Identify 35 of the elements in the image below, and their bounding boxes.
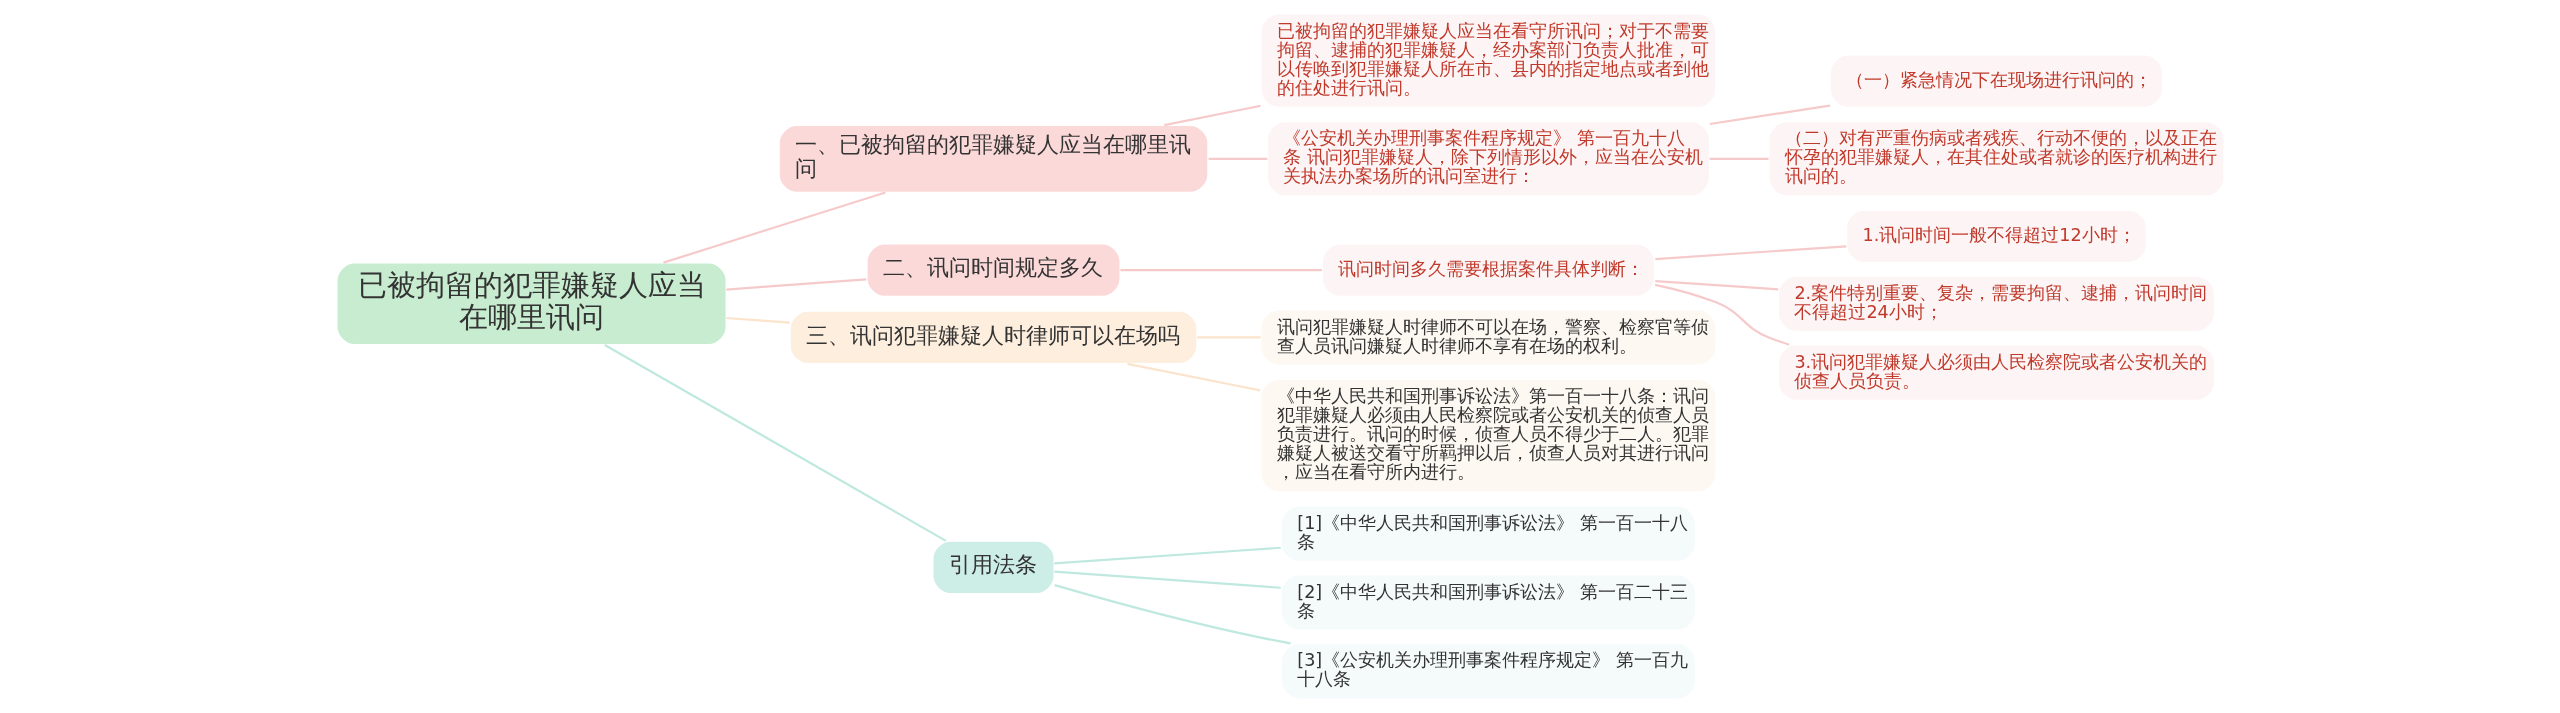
connector	[725, 278, 866, 291]
node-box: [1]《中华人民共和国刑事诉讼法》 第一百一十八条	[1280, 505, 1696, 563]
connector	[662, 191, 886, 264]
connector	[1126, 362, 1260, 392]
node-box: 二、讯问时间规定多久	[865, 243, 1121, 298]
connector	[1119, 269, 1322, 272]
connector	[603, 344, 946, 542]
connector	[725, 316, 790, 324]
node-box: [3]《公安机关办理刑事案件程序规定》 第一百九十八条	[1280, 642, 1696, 700]
connector	[1053, 546, 1281, 565]
node-box: 引用法条	[931, 540, 1055, 595]
node-box: 2.案件特别重要、复杂，需要拘留、逮捕，讯问时间不得超过24小时；	[1777, 275, 2215, 333]
connector	[1053, 570, 1281, 589]
connector	[1654, 283, 1790, 346]
node-box: （一）紧急情况下在现场进行讯问的；	[1829, 54, 2163, 109]
node-box: 一、已被拘留的犯罪嫌疑人应当在哪里讯问	[777, 124, 1209, 194]
node-box: [2]《中华人民共和国刑事诉讼法》 第一百二十三条	[1280, 573, 1696, 632]
connector	[1709, 157, 1769, 160]
node-box: 已被拘留的犯罪嫌疑人应当在看守所讯问；对于不需要拘留、逮捕的犯罪嫌疑人，经办案部门负责人批准，可以传唤到犯罪嫌疑人所在市、县内的指定地点或者到他的住处进行讯问。	[1259, 13, 1717, 109]
connector	[1163, 104, 1261, 127]
node-box: （二）对有严重伤病或者残疾、行动不便的，以及正在怀孕的犯罪嫌疑人，在其住处或者就诊的医疗机构进行讯问的。	[1767, 120, 2225, 197]
node-box: 讯问犯罪嫌疑人时律师不可以在场，警察、检察官等侦查人员讯问嫌疑人时律师不享有在场的权利。	[1259, 308, 1717, 366]
connector	[1053, 584, 1291, 645]
node-box: 已被拘留的犯罪嫌疑人应当在哪里讯问	[335, 262, 727, 346]
node-box: 《公安机关办理刑事案件程序规定》 第一百九十八条 讯问犯罪嫌疑人，除下列情形以外，应当在公安机关执法办案场所的讯问室进行：	[1266, 120, 1710, 197]
connector	[1208, 157, 1267, 160]
node-box: 3.讯问犯罪嫌疑人必须由人民检察院或者公安机关的侦查人员负责。	[1777, 344, 2215, 402]
node-box: 三、讯问犯罪嫌疑人时律师可以在场吗	[788, 310, 1198, 365]
connector	[1196, 336, 1261, 339]
node-box: 讯问时间多久需要根据案件具体判断：	[1321, 243, 1655, 298]
node-box: 《中华人民共和国刑事诉讼法》第一百一十八条：讯问犯罪嫌疑人必须由人民检察院或者公安机关的侦查人员负责进行。讯问的时候，侦查人员不得少于二人。犯罪嫌疑人被送交看守所羁押以后，侦查人员对其进行讯问，应当在看守所内进行。	[1259, 378, 1717, 493]
connector	[1654, 280, 1778, 291]
connector	[1654, 245, 1846, 261]
node-box: 1.讯问时间一般不得超过12小时；	[1845, 209, 2147, 264]
connector	[1709, 104, 1830, 126]
